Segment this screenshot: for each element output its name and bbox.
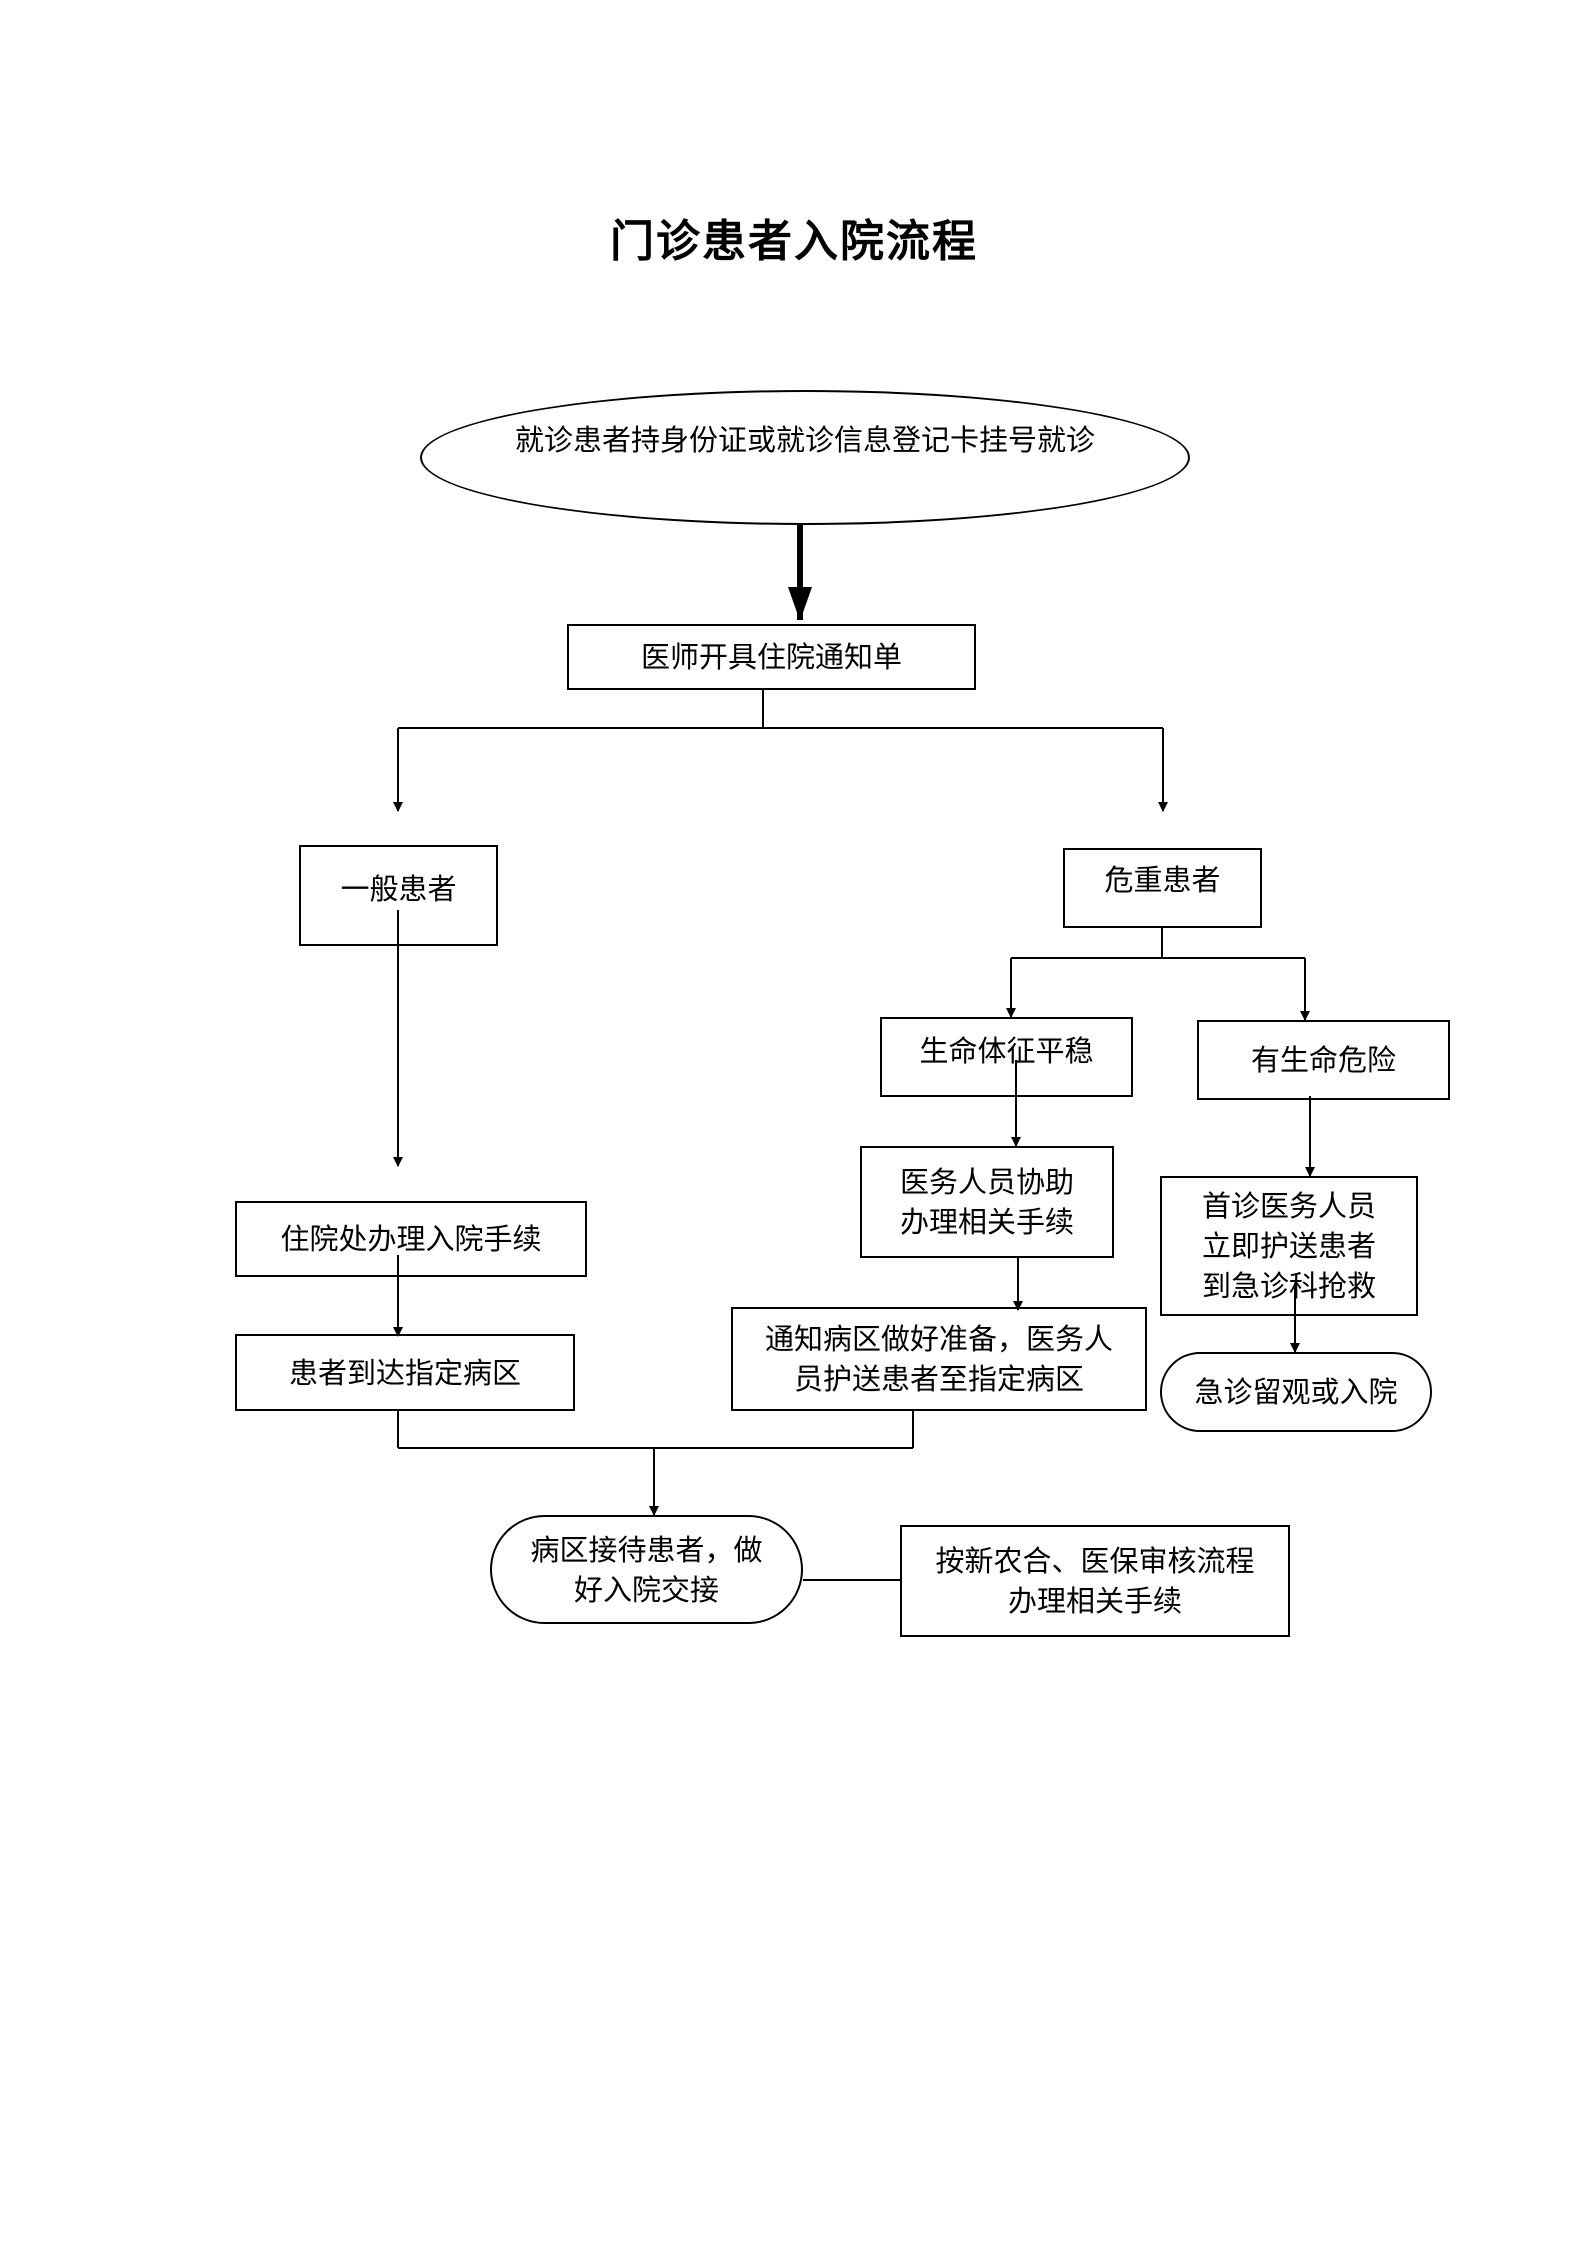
- escort-er-node: 首诊医务人员 立即护送患者 到急诊科抢救: [1160, 1176, 1418, 1316]
- er-observation-node: 急诊留观或入院: [1160, 1352, 1432, 1432]
- critical-patient-node: 危重患者: [1063, 848, 1262, 928]
- staff-assist-node: 医务人员协助 办理相关手续: [860, 1146, 1114, 1258]
- page-title: 门诊患者入院流程: [610, 216, 978, 267]
- life-danger-node: 有生命危险: [1197, 1020, 1450, 1100]
- ward-receive-node: 病区接待患者，做 好入院交接: [490, 1515, 803, 1624]
- critical-patient-label: 危重患者: [1104, 863, 1221, 897]
- arrive-ward-node: 患者到达指定病区: [235, 1334, 575, 1411]
- ward-receive-label: 病区接待患者，做 好入院交接: [530, 1532, 763, 1607]
- admission-office-label: 住院处办理入院手续: [280, 1222, 542, 1256]
- insurance-review-label: 按新农合、医保审核流程 办理相关手续: [935, 1544, 1255, 1618]
- general-patient-label: 一般患者: [340, 872, 457, 906]
- admission-office-node: 住院处办理入院手续: [235, 1201, 587, 1277]
- arrive-ward-label: 患者到达指定病区: [288, 1355, 521, 1390]
- life-danger-label: 有生命危险: [1250, 1043, 1396, 1077]
- registration-node: 就诊患者持身份证或就诊信息登记卡挂号就诊: [420, 390, 1190, 525]
- vital-stable-node: 生命体征平稳: [880, 1017, 1133, 1097]
- admission-notice-node: 医师开具住院通知单: [567, 624, 976, 690]
- vital-stable-label: 生命体征平稳: [919, 1034, 1094, 1068]
- admission-notice-label: 医师开具住院通知单: [640, 640, 902, 674]
- registration-label: 就诊患者持身份证或就诊信息登记卡挂号就诊: [514, 423, 1095, 457]
- insurance-review-node: 按新农合、医保审核流程 办理相关手续: [900, 1525, 1290, 1637]
- notify-ward-label: 通知病区做好准备，医务人 员护送患者至指定病区: [764, 1322, 1113, 1396]
- escort-er-label: 首诊医务人员 立即护送患者 到急诊科抢救: [1201, 1189, 1376, 1303]
- notify-ward-node: 通知病区做好准备，医务人 员护送患者至指定病区: [731, 1307, 1147, 1411]
- er-observation-label: 急诊留观或入院: [1194, 1375, 1398, 1409]
- staff-assist-label: 医务人员协助 办理相关手续: [899, 1165, 1074, 1239]
- general-patient-node: 一般患者: [299, 845, 498, 946]
